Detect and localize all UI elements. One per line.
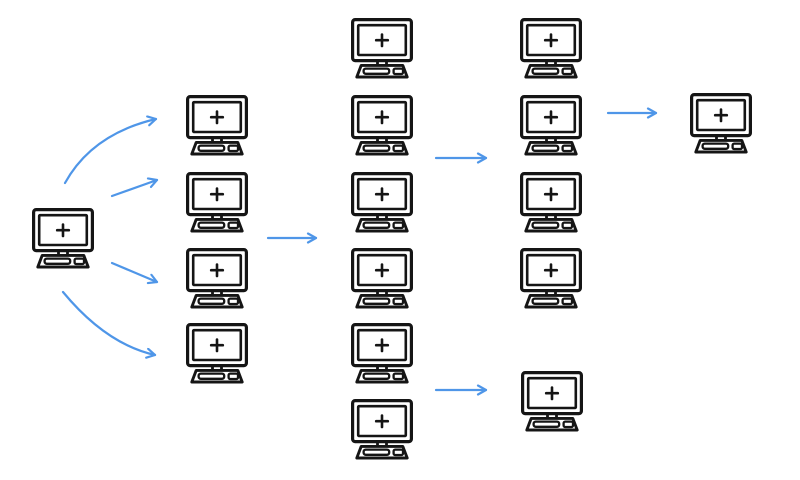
- computer-node-n4-2: [519, 94, 583, 156]
- computer-node-n3-5: [351, 323, 413, 384]
- flow-arrow-a2: [110, 180, 159, 198]
- computer-node-n3-3: [351, 172, 413, 233]
- computer-node-n4-5: [520, 371, 584, 432]
- computer-node-n2-3: [186, 248, 248, 309]
- computer-node-n2-4: [186, 323, 248, 384]
- computer-node-n2-1: [186, 94, 248, 156]
- computer-node-n4-3: [519, 172, 583, 233]
- arrow-layer: [61, 113, 658, 390]
- computer-node-n1: [31, 208, 94, 269]
- computer-node-n4-4: [519, 248, 583, 309]
- computer-node-n5-1: [689, 92, 753, 154]
- computer-node-n4-1: [519, 18, 583, 79]
- computer-node-n3-2: [351, 94, 413, 156]
- computer-node-n3-6: [351, 399, 413, 460]
- computer-node-n3-4: [351, 248, 413, 309]
- computer-node-layer: [31, 18, 753, 460]
- computer-node-n3-1: [351, 18, 413, 79]
- flow-arrow-a1: [63, 119, 158, 185]
- flow-arrow-a4: [61, 290, 157, 355]
- flow-arrow-a3: [110, 261, 159, 282]
- computer-node-n2-2: [186, 172, 248, 233]
